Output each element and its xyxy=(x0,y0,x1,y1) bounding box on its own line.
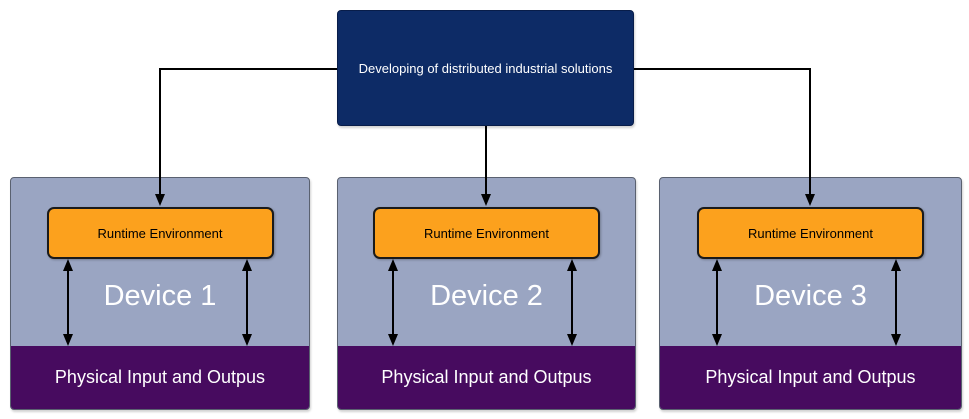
root-node-label: Developing of distributed industrial sol… xyxy=(358,60,613,76)
device-2-runtime-label: Runtime Environment xyxy=(424,225,549,241)
device-3-runtime-label: Runtime Environment xyxy=(748,225,873,241)
device-2-label: Device 2 xyxy=(430,280,543,312)
device-1-io-bar: Physical Input and Outpus xyxy=(11,346,309,409)
device-1-runtime-label: Runtime Environment xyxy=(97,225,223,241)
device-3-label: Device 3 xyxy=(754,280,867,312)
device-2-io-label: Physical Input and Outpus xyxy=(381,367,592,387)
root-node: Developing of distributed industrial sol… xyxy=(337,10,634,126)
device-2-io-bar: Physical Input and Outpus xyxy=(338,346,635,409)
device-3-runtime-box: Runtime Environment xyxy=(697,207,924,259)
device-1-label: Device 1 xyxy=(103,280,217,312)
device-3-box: Runtime Environment Device 3 Physical In… xyxy=(659,177,962,410)
device-3-io-label: Physical Input and Outpus xyxy=(705,367,916,387)
device-2-box: Runtime Environment Device 2 Physical In… xyxy=(337,177,636,410)
device-1-box: Runtime Environment Device 1 Physical In… xyxy=(10,177,310,410)
device-3-io-bar: Physical Input and Outpus xyxy=(660,346,961,409)
device-2-runtime-box: Runtime Environment xyxy=(373,207,600,259)
device-1-runtime-box: Runtime Environment xyxy=(46,207,274,259)
device-1-io-label: Physical Input and Outpus xyxy=(54,367,266,387)
